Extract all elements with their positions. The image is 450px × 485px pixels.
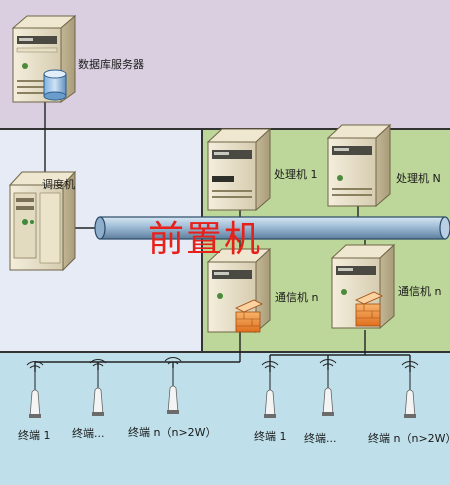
bus-label: 前置机	[148, 219, 263, 260]
processor-n-label: 处理机 N	[396, 172, 441, 185]
terminal-left-1-icon	[26, 361, 44, 418]
database-cylinder-icon	[43, 69, 67, 101]
terminal-right-2-label: 终端...	[304, 432, 337, 445]
terminal-left-2-label: 终端...	[72, 427, 105, 440]
processor-1-tower-icon	[206, 127, 272, 212]
bus-pipe	[94, 216, 450, 240]
processor-n-tower-icon	[326, 123, 392, 208]
terminal-right-1-label: 终端 1	[254, 430, 287, 443]
terminal-zone	[0, 353, 450, 485]
scheduler-tower-icon	[8, 170, 77, 272]
scheduler-label: 调度机	[42, 178, 75, 191]
firewall-2-icon	[355, 291, 383, 327]
db-server-tower-icon	[11, 14, 77, 103]
terminal-right-2-icon	[319, 359, 337, 416]
comm-1-label: 通信机 n	[275, 291, 319, 304]
processor-1-label: 处理机 1	[274, 168, 318, 181]
terminal-left-3-icon	[164, 357, 182, 414]
terminal-left-1-label: 终端 1	[18, 429, 51, 442]
terminal-left-2-icon	[89, 359, 107, 416]
comm-2-label: 通信机 n	[398, 285, 442, 298]
terminal-left-3-label: 终端 n（n>2W）	[128, 426, 217, 439]
firewall-1-icon	[235, 299, 263, 333]
terminal-right-3-label: 终端 n（n>2W）	[368, 432, 450, 445]
terminal-right-1-icon	[261, 361, 279, 418]
db-server-label: 数据库服务器	[78, 58, 144, 71]
connection-lines	[34, 100, 411, 372]
terminal-right-3-icon	[401, 361, 419, 418]
